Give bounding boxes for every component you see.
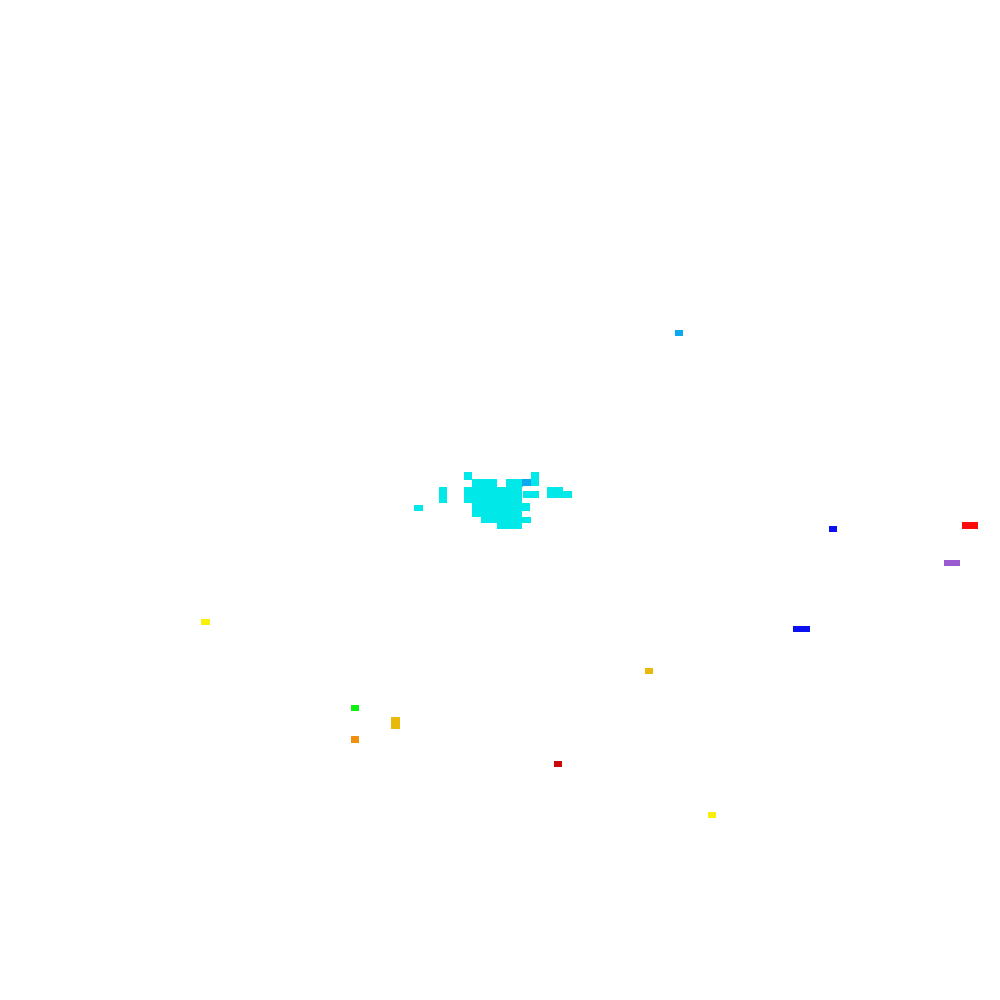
blob-yellow-bottom bbox=[708, 812, 716, 818]
blob-blue-wide bbox=[793, 626, 810, 632]
cluster-pixel bbox=[563, 491, 572, 498]
cluster-pixel bbox=[506, 479, 523, 487]
cluster-pixel bbox=[464, 495, 522, 503]
cluster-pixel bbox=[497, 523, 522, 529]
cluster-pixel bbox=[531, 472, 539, 486]
cluster-pixel bbox=[481, 517, 531, 523]
blob-gold-mid bbox=[645, 668, 653, 674]
blob-blue-small bbox=[829, 526, 837, 532]
blob-purple bbox=[944, 560, 960, 566]
cluster-pixel bbox=[464, 487, 522, 495]
blob-yellow-left bbox=[201, 619, 210, 625]
cluster-pixel bbox=[472, 479, 497, 487]
cluster-pixel bbox=[439, 487, 447, 503]
blob-gold-left bbox=[391, 717, 400, 729]
blob-dark-red bbox=[554, 761, 562, 767]
blob-green bbox=[351, 705, 359, 711]
blob-orange bbox=[351, 736, 359, 743]
cluster-pixel bbox=[464, 472, 472, 480]
blob-azure-top bbox=[675, 330, 683, 336]
cluster-pixel bbox=[547, 487, 563, 498]
cluster-pixel bbox=[523, 491, 539, 498]
cluster-pixel bbox=[472, 503, 530, 511]
cluster-pixel bbox=[414, 505, 423, 511]
cluster-highlight-pixel bbox=[522, 479, 531, 486]
blob-red bbox=[962, 522, 978, 529]
cluster-pixel bbox=[472, 511, 522, 517]
